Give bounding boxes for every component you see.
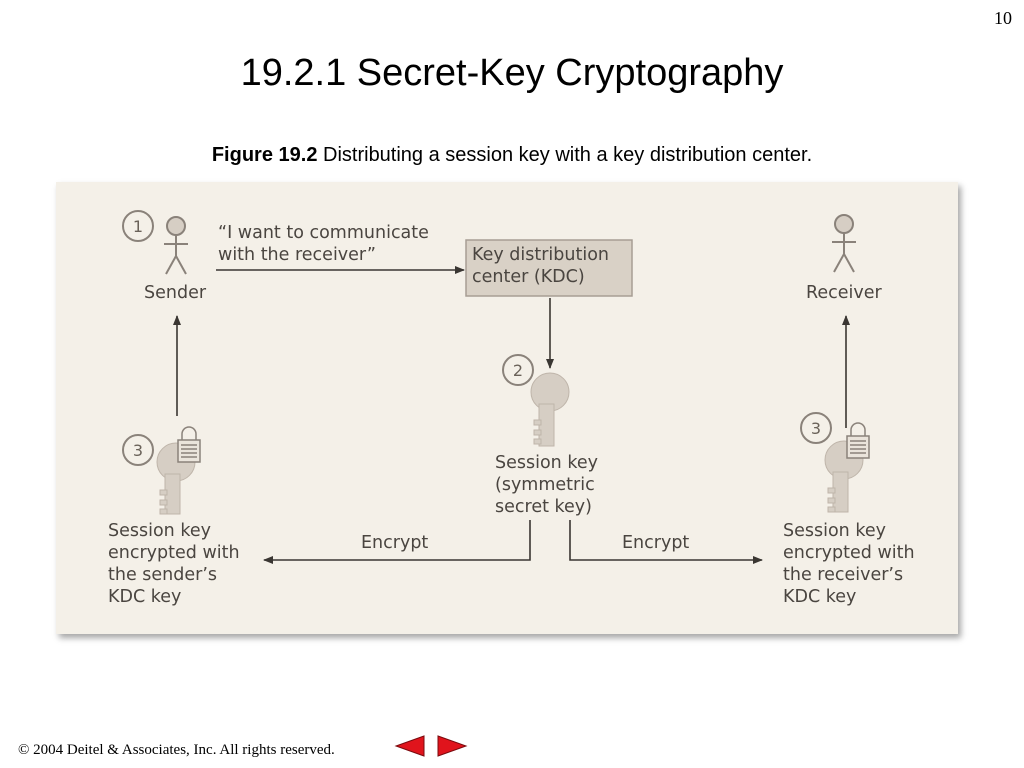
- request-text: “I want to communicate with the receiver…: [218, 222, 429, 266]
- session-key-icon: [530, 372, 570, 447]
- kdc-line-1: Key distribution: [472, 245, 610, 265]
- session-key-label: Session key (symmetric secret key): [495, 452, 598, 518]
- sender-lock-icon: [177, 426, 201, 463]
- step-number-3-left: 3: [133, 441, 143, 460]
- figure-caption-label: Figure 19.2: [211, 144, 318, 166]
- receiver-key-line-3: the receiver’s: [783, 565, 904, 585]
- encrypt-right-label: Encrypt: [622, 533, 690, 553]
- prev-arrow-icon: [393, 734, 427, 758]
- encrypt-right-arrow: [569, 520, 763, 564]
- step-circle-2: [502, 354, 534, 386]
- session-key-line-1: Session key: [495, 453, 598, 473]
- receiver-encrypted-key-icon: [824, 422, 870, 513]
- kdc-label: Key distribution center (KDC): [472, 244, 609, 288]
- sender-person-icon: [164, 216, 188, 275]
- step-number-2: 2: [513, 361, 523, 380]
- kdc-line-2: center (KDC): [472, 267, 585, 287]
- encrypt-left-arrow: [263, 520, 531, 564]
- step-circle-3-left: [122, 434, 154, 466]
- kdc-diagram-graphics: 1 2 3 3: [122, 210, 870, 564]
- kdc-diagram: 1 2 3 3 Sender Receiver “I want to commu…: [56, 182, 958, 634]
- sender-key-line-2: encrypted with: [108, 543, 240, 563]
- prev-slide-button[interactable]: [393, 734, 427, 758]
- page-number: 10: [994, 8, 1012, 28]
- sender-key-line-1: Session key: [108, 521, 211, 541]
- receiver-key-line-4: KDC key: [783, 587, 857, 607]
- figure-caption-text: Distributing a session key with a key di…: [323, 144, 813, 166]
- session-key-line-2: (symmetric: [495, 475, 595, 495]
- next-slide-button[interactable]: [435, 734, 469, 758]
- step-circle-3-right: [800, 412, 832, 444]
- encrypt-left-label: Encrypt: [361, 533, 429, 553]
- sender-label: Sender: [144, 283, 207, 303]
- receiver-label: Receiver: [806, 283, 882, 303]
- sender-key-line-4: KDC key: [108, 587, 182, 607]
- sender-encrypted-key-icon: [156, 426, 201, 515]
- figure-caption: Figure 19.2 Distributing a session key w…: [0, 144, 1024, 167]
- receiver-lock-icon: [846, 422, 870, 459]
- step-number-3-right: 3: [811, 419, 821, 438]
- kdc-box: [465, 239, 633, 297]
- request-line-1: “I want to communicate: [218, 223, 429, 243]
- receiver-key-line-2: encrypted with: [783, 543, 915, 563]
- next-arrow-icon: [435, 734, 469, 758]
- sender-key-label: Session key encrypted with the sender’s …: [108, 520, 240, 608]
- request-line-2: with the receiver”: [218, 245, 376, 265]
- session-key-line-3: secret key): [495, 497, 592, 517]
- receiver-person-icon: [832, 214, 856, 273]
- step-circle-1: [122, 210, 154, 242]
- receiver-key-label: Session key encrypted with the receiver’…: [783, 520, 915, 608]
- sender-key-line-3: the sender’s: [108, 565, 218, 585]
- step-number-1: 1: [133, 217, 143, 236]
- slide-title: 19.2.1 Secret-Key Cryptography: [240, 52, 784, 94]
- copyright-footer: © 2004 Deitel & Associates, Inc. All rig…: [18, 742, 335, 758]
- receiver-key-line-1: Session key: [783, 521, 886, 541]
